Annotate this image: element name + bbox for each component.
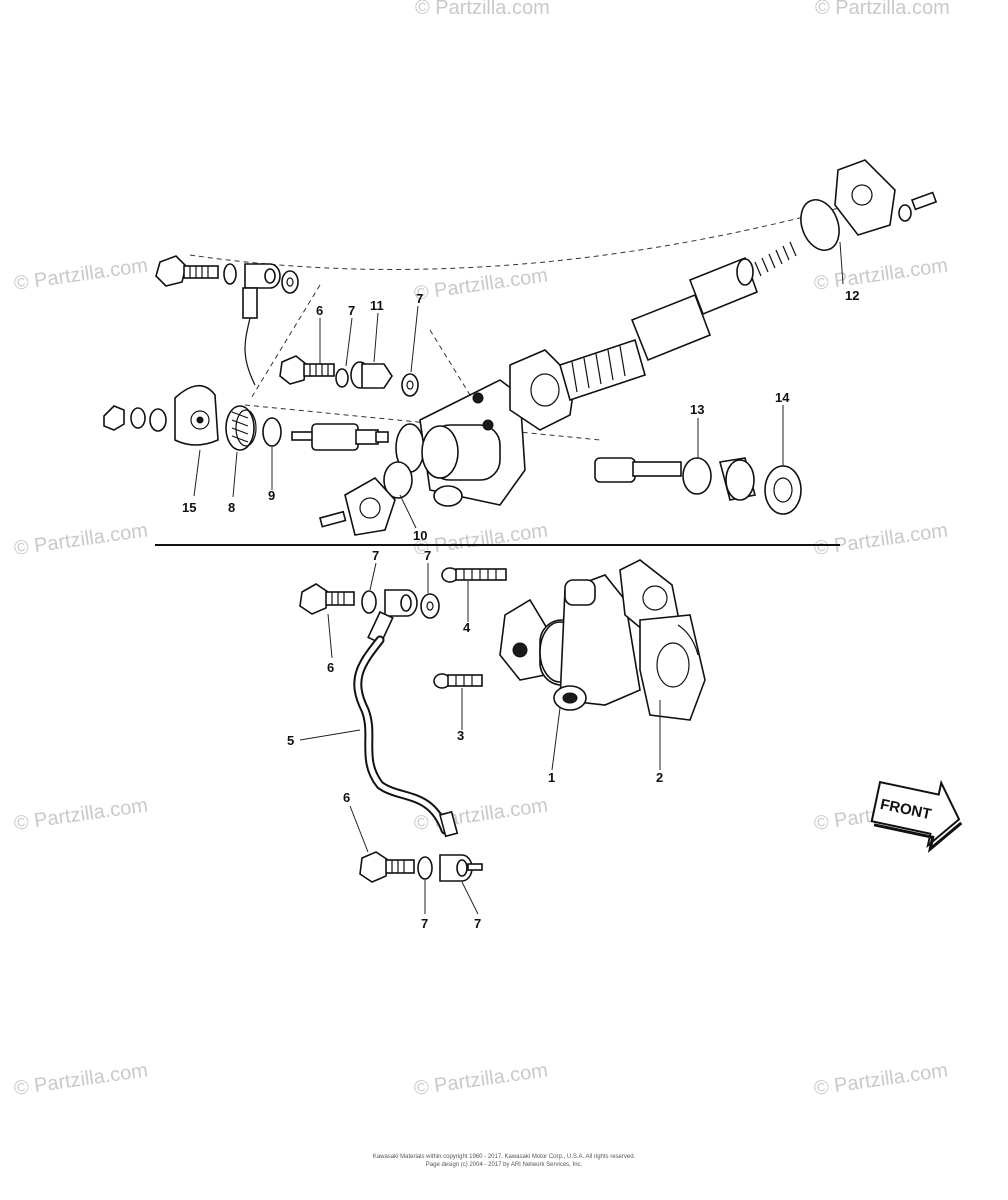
callout-4: 4 [463, 620, 471, 635]
pinion-shaft-assembly [594, 457, 802, 515]
reference-line [429, 329, 471, 396]
callout-7: 7 [348, 303, 355, 318]
copyright-footer: Kawasaki Materials within copyright 1960… [373, 1154, 636, 1168]
callout-7: 7 [474, 916, 481, 931]
front-arrow-icon [870, 779, 961, 849]
callout-14: 14 [775, 390, 790, 405]
reference-line [244, 404, 601, 441]
callouts-bottom: 7 7 6 4 3 1 2 5 6 7 7 [287, 548, 663, 931]
watermark: © Partzilla.com [413, 519, 550, 560]
watermark: © Partzilla.com [13, 1059, 150, 1100]
watermark: © Partzilla.com [413, 264, 550, 305]
bolt-fitting-set [279, 355, 419, 397]
bottom-assembly: 7 7 6 4 3 1 2 5 6 7 7 [287, 548, 706, 931]
callout-5: 5 [287, 733, 294, 748]
reference-line [249, 284, 321, 401]
callout-2: 2 [656, 770, 663, 785]
watermark: © Partzilla.com [415, 0, 550, 19]
callout-6: 6 [343, 790, 350, 805]
banjo-bolt-lower [359, 851, 483, 883]
callout-11: 11 [370, 298, 384, 313]
watermark: © Partzilla.com [413, 1059, 550, 1100]
top-assembly: 6 7 11 7 12 13 14 15 8 9 10 [103, 159, 938, 543]
leader-lines-top [193, 241, 844, 529]
callout-3: 3 [457, 728, 464, 743]
reference-line [189, 204, 851, 270]
callout-6: 6 [316, 303, 323, 318]
oil-pump-body-top [383, 349, 576, 507]
banjo-bolt-top [155, 255, 299, 386]
oil-pump-assembly [499, 559, 681, 711]
callout-1: 1 [548, 770, 555, 785]
watermark: © Partzilla.com [813, 1059, 950, 1100]
watermark: © Partzilla.com [13, 254, 150, 295]
callout-9: 9 [268, 488, 275, 503]
callout-7: 7 [416, 291, 423, 306]
watermark-layer: © Partzilla.com © Partzilla.com © Partzi… [13, 0, 950, 1100]
spring-part [225, 405, 282, 451]
callout-7: 7 [424, 548, 431, 563]
watermark: © Partzilla.com [813, 519, 950, 560]
copyright-line-1: Kawasaki Materials within copyright 1960… [373, 1154, 636, 1160]
callout-12: 12 [845, 288, 859, 303]
callout-15: 15 [182, 500, 196, 515]
watermark: © Partzilla.com [815, 0, 950, 19]
watermark: © Partzilla.com [13, 519, 150, 560]
watermark: © Partzilla.com [13, 794, 150, 835]
oil-pipe [353, 635, 459, 838]
pump-gasket [639, 614, 706, 721]
callout-7: 7 [421, 916, 428, 931]
callout-7: 7 [372, 548, 379, 563]
banjo-bolt-bottom [299, 583, 440, 645]
watermark: © Partzilla.com [813, 254, 950, 295]
copyright-line-2: Page design (c) 2004 - 2017 by ARI Netwo… [426, 1162, 583, 1168]
drive-shaft-assembly [559, 159, 938, 402]
callout-8: 8 [228, 500, 235, 515]
front-direction-arrow: FRONT [870, 779, 963, 853]
callout-13: 13 [690, 402, 704, 417]
cable-pulley-part [103, 384, 219, 446]
pump-mount-screws [433, 567, 507, 689]
callout-6: 6 [327, 660, 334, 675]
gasket-part [319, 476, 396, 536]
callouts-top: 6 7 11 7 12 13 14 15 8 9 10 [182, 288, 859, 543]
leader-lines-bottom [299, 562, 661, 915]
plunger-part [291, 423, 389, 451]
callout-10: 10 [413, 528, 427, 543]
